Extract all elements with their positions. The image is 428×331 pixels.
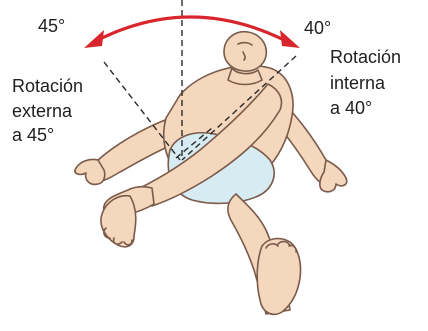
external-rotation-label-line-1: Rotación [12,76,83,97]
external-angle-label: 45° [38,16,65,37]
right-arrowhead [280,30,300,48]
head [224,32,266,71]
external-rotation-label-line-3: a 45° [12,125,54,146]
internal-rotation-label-line-2: interna [330,73,385,94]
patient-figure [75,32,347,315]
external-rotation-label-line-2: externa [12,101,72,122]
rotation-arc-arrow [84,17,300,48]
left-arrowhead [84,30,104,48]
internal-rotation-label-line-1: Rotación [330,47,401,68]
internal-rotation-label-line-3: a 40° [330,98,372,119]
straight-leg-foot [257,239,300,315]
left-hand [75,159,105,184]
internal-angle-label: 40° [304,18,331,39]
